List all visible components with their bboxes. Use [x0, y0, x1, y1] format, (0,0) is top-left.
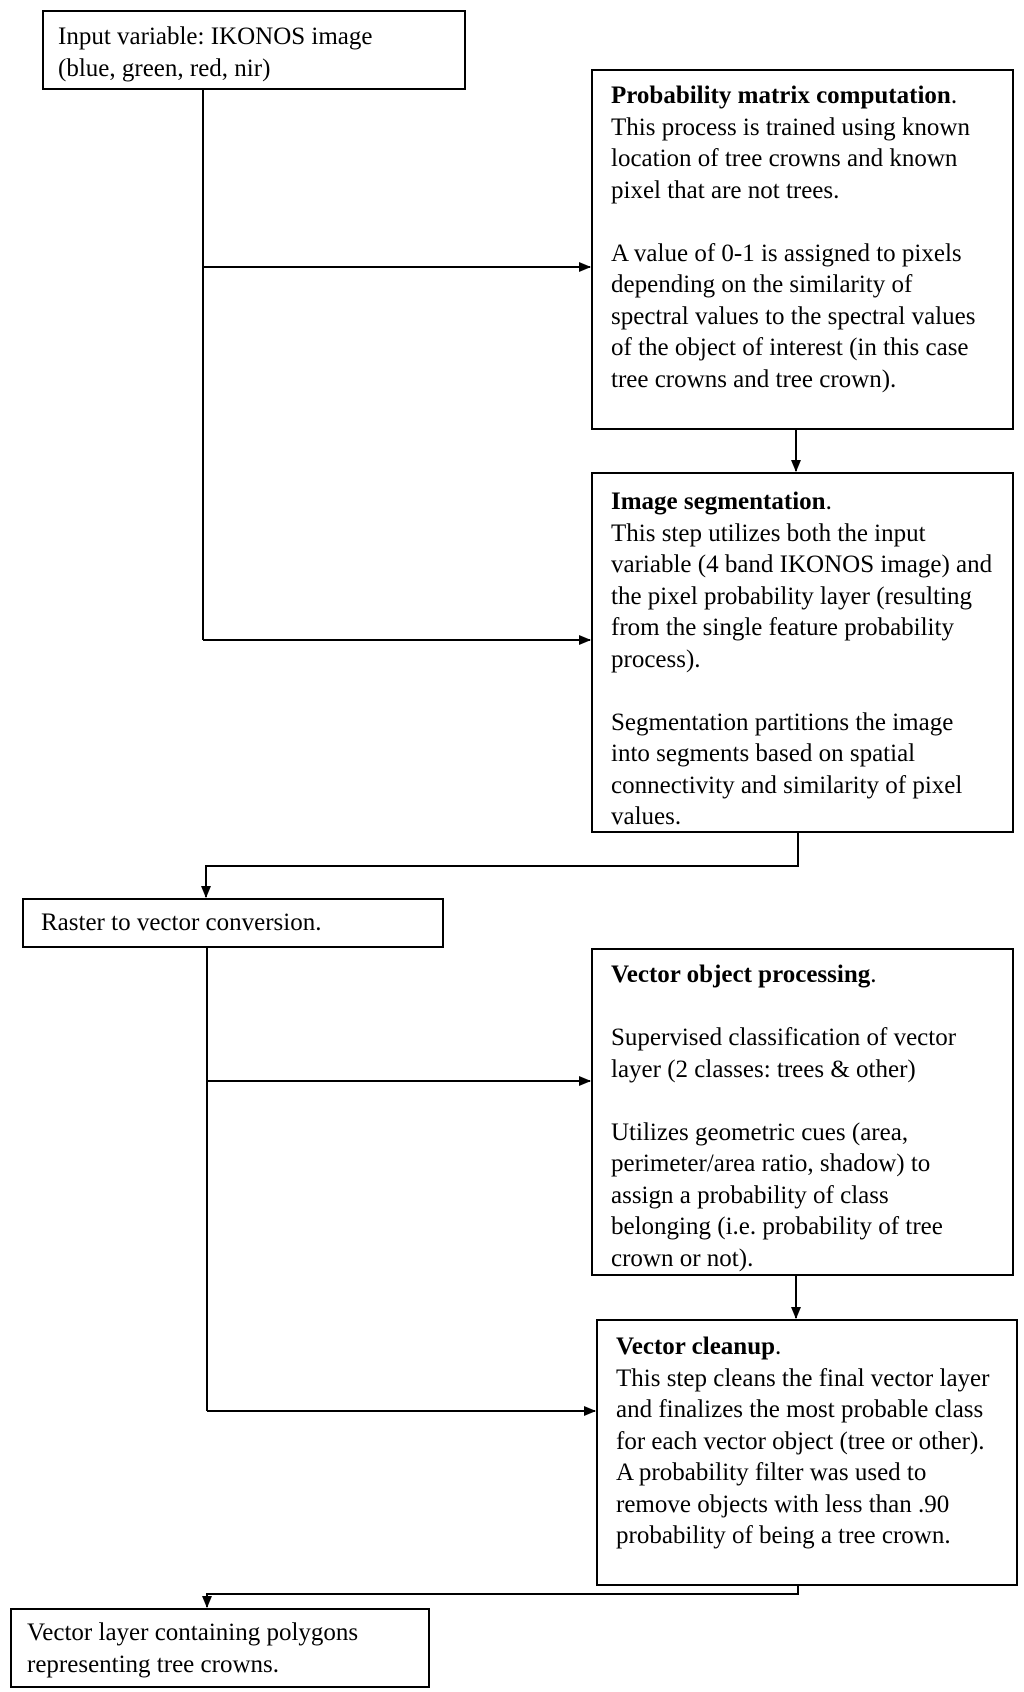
segmentation-box-title-suffix: .	[825, 488, 832, 515]
image-segmentation-box: Image segmentation. This step utilizes b…	[591, 472, 1014, 833]
probability-matrix-box: Probability matrix computation. This pro…	[591, 69, 1014, 430]
raster-box-text: Raster to vector conversion.	[41, 909, 322, 936]
segmentation-box-paragraph-2: Segmentation partitions the image into s…	[611, 708, 963, 831]
vector-processing-box-title: Vector object processing	[611, 961, 871, 988]
arrow-cleanup-to-output	[202, 1586, 799, 1608]
arrow-segmentation-to-raster	[201, 833, 799, 898]
probability-box-title-suffix: .	[950, 82, 958, 109]
segmentation-box-title: Image segmentation	[611, 488, 826, 515]
segmentation-box-heading: Image segmentation.	[611, 486, 994, 518]
vector-cleanup-box: Vector cleanup. This step cleans the fin…	[596, 1319, 1018, 1586]
probability-box-heading: Probability matrix computation.	[611, 80, 994, 112]
output-box-line-2: representing tree crowns.	[27, 1650, 279, 1678]
vector-processing-box-paragraph-2: Utilizes geometric cues (area, perimeter…	[611, 1118, 943, 1272]
vector-processing-box-title-suffix: .	[870, 961, 877, 988]
input-box-line-1: Input variable: IKONOS image	[58, 23, 373, 50]
vector-object-processing-box: Vector object processing. Supervised cla…	[591, 948, 1014, 1276]
probability-box-paragraph-1: This process is trained using known loca…	[611, 113, 970, 204]
cleanup-box-heading: Vector cleanup.	[616, 1331, 998, 1363]
output-box-line-1: Vector layer containing polygons	[27, 1619, 359, 1646]
output-vector-layer-box: Vector layer containing polygons represe…	[10, 1608, 430, 1688]
probability-box-paragraph-2: A value of 0-1 is assigned to pixels dep…	[611, 239, 976, 393]
probability-box-title: Probability matrix computation	[611, 82, 951, 109]
cleanup-box-title-suffix: .	[775, 1333, 782, 1360]
input-variable-box: Input variable: IKONOS image (blue, gree…	[42, 10, 466, 90]
vector-processing-box-paragraph-1: Supervised classification of vector laye…	[611, 1024, 957, 1083]
vector-processing-box-heading: Vector object processing.	[611, 959, 994, 991]
raster-to-vector-box: Raster to vector conversion.	[22, 898, 444, 948]
segmentation-box-paragraph-1: This step utilizes both the input variab…	[611, 519, 993, 673]
input-box-line-2: (blue, green, red, nir)	[58, 54, 271, 82]
cleanup-box-paragraph-1: This step cleans the final vector layer …	[616, 1364, 990, 1550]
cleanup-box-title: Vector cleanup	[616, 1333, 776, 1360]
